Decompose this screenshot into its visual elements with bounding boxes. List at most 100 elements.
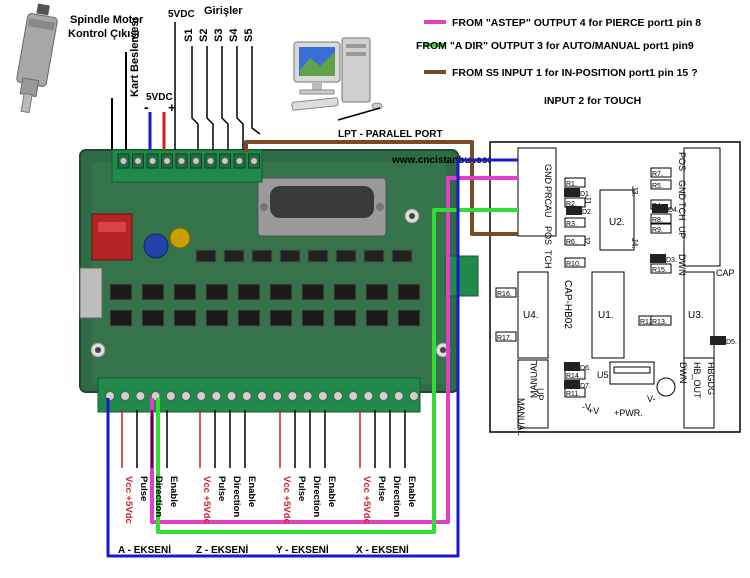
thc-resistor-label: R8. — [652, 217, 663, 224]
optocoupler-chip — [397, 309, 421, 327]
legend-entry: FROM "A DIR" OUTPUT 3 for AUTO/MANUAL po… — [416, 40, 694, 52]
screw-head — [120, 391, 131, 401]
computer-image — [291, 37, 383, 111]
thc-pwr: +PWR. — [614, 408, 643, 418]
screw-head — [378, 391, 389, 401]
thc-diode: D6. — [564, 362, 591, 372]
thc-resistor: R10. — [564, 257, 586, 268]
optocoupler-chip — [333, 283, 357, 301]
minus-sign: - — [144, 99, 149, 115]
axis-pin-label: Direction — [231, 476, 242, 517]
spindle-motor-image — [16, 3, 58, 114]
optocoupler-chip — [173, 309, 197, 327]
screw-head — [163, 157, 171, 165]
thc-jumper: J3. — [630, 186, 639, 197]
screw-head — [363, 391, 374, 401]
screw-head — [135, 391, 146, 401]
lpt-label: LPT - PARALEL PORT — [338, 129, 443, 140]
screw-head — [241, 391, 252, 401]
thc-jumper: J4. — [630, 238, 639, 249]
screw-head — [192, 157, 200, 165]
thc-resistor-label: R15. — [652, 267, 667, 274]
thc-labels: GNDPRCAUPOSTCHCAP-HB02U2.U4.U1.U3.U5.POS… — [495, 152, 737, 436]
thc-resistor-label: R3. — [566, 221, 577, 228]
input-wire-s5 — [251, 46, 261, 135]
thc-chip-u5: U5. — [597, 370, 611, 380]
thc-pin-dwn: DWN — [678, 362, 688, 384]
ic-chip — [363, 249, 385, 263]
thc-resistor: R8. — [650, 213, 672, 224]
axis-pin-label: Direction — [311, 476, 322, 517]
ic-chip — [223, 249, 245, 263]
thc-jumper: J2. — [582, 236, 591, 247]
axis-pin-label: Enable — [326, 476, 337, 507]
screw-head — [250, 157, 258, 165]
legend: FROM "ASTEP" OUTPUT 4 for PIERCE port1 p… — [416, 17, 701, 107]
thc-resistor-label: R6. — [566, 239, 577, 246]
input-label-s2: S2 — [198, 29, 210, 42]
input-label-s3: S3 — [213, 29, 225, 42]
input-label-s1: S1 — [183, 29, 195, 42]
screw-head — [226, 391, 237, 401]
thc-v-minus: V- — [647, 394, 656, 404]
power-label: Kart Beslemesi — [129, 18, 141, 98]
thc-pin-pos: POS — [677, 152, 687, 171]
optocoupler-chip — [269, 309, 293, 327]
optocoupler-chip — [173, 283, 197, 301]
thc-resistor-label: R11. — [566, 391, 580, 398]
thc-diode-label: D2. — [582, 209, 593, 216]
optocoupler-chips — [109, 249, 421, 327]
screw-head — [119, 157, 128, 165]
thc-chip-u2: U2. — [609, 217, 625, 228]
thc-pin-hbgdg: HBGDG — [706, 362, 716, 395]
thc-pin-manual-2: MANUAL — [516, 398, 526, 436]
blue-wire-ground — [106, 158, 518, 558]
thc-diode-label: D5. — [726, 339, 737, 346]
optocoupler-chip — [237, 309, 261, 327]
thc-resistor: R16. — [495, 287, 517, 298]
thc-plus-v: +V — [588, 406, 599, 416]
optocoupler-chip — [205, 309, 229, 327]
thc-resistor-label: R12. — [640, 319, 655, 326]
screw-head — [348, 391, 359, 401]
optocoupler-chip — [109, 309, 133, 327]
input-wire-s1 — [191, 46, 199, 150]
optocoupler-chip — [365, 309, 389, 327]
website-label: www.cncistanbul.com — [391, 155, 497, 166]
axis-pin-label: Pulse — [296, 476, 307, 501]
thc-diode: D7. — [564, 380, 591, 390]
thc-diode: D4. — [652, 204, 679, 214]
thc-pin-dwn: DWN — [677, 254, 687, 276]
thc-resistor: R1. — [564, 177, 586, 188]
axis-pin-label: Pulse — [216, 476, 227, 501]
input-label-s5: S5 — [243, 29, 255, 42]
axis-name-label: A - EKSENİ — [118, 543, 171, 556]
thc-pin-tch: TCH — [677, 202, 687, 221]
thc-diode-label: D1. — [580, 191, 591, 198]
screw-head — [317, 391, 328, 401]
ic-chip — [335, 249, 357, 263]
axis-pin-label: Enable — [168, 476, 179, 507]
vdc-left-label: 5VDC — [146, 92, 173, 103]
thc-cap-label: CAP — [716, 268, 735, 278]
controller-board — [79, 149, 479, 413]
optocoupler-chip — [333, 309, 357, 327]
thc-diode-label: D6. — [580, 365, 591, 372]
input-wire-s4 — [236, 46, 244, 150]
input-wire-s3 — [221, 46, 229, 150]
screw-head — [165, 391, 176, 401]
screw-head — [211, 391, 222, 401]
input-label-s4: S4 — [228, 28, 240, 42]
spindle-subtitle: Kontrol Çıkışı — [68, 28, 140, 40]
legend-entry: FROM "ASTEP" OUTPUT 4 for PIERCE port1 p… — [452, 17, 701, 29]
axis-pin-label: Pulse — [376, 476, 387, 501]
screw-head — [302, 391, 313, 401]
optocoupler-chip — [237, 283, 261, 301]
thc-resistor: R9. — [650, 223, 672, 234]
screw-head — [272, 391, 283, 401]
legend-entry: INPUT 2 for TOUCH — [544, 95, 641, 107]
pink-wire-pierce — [150, 176, 518, 524]
thc-pin-hb_out: HB_OUT — [692, 362, 702, 399]
